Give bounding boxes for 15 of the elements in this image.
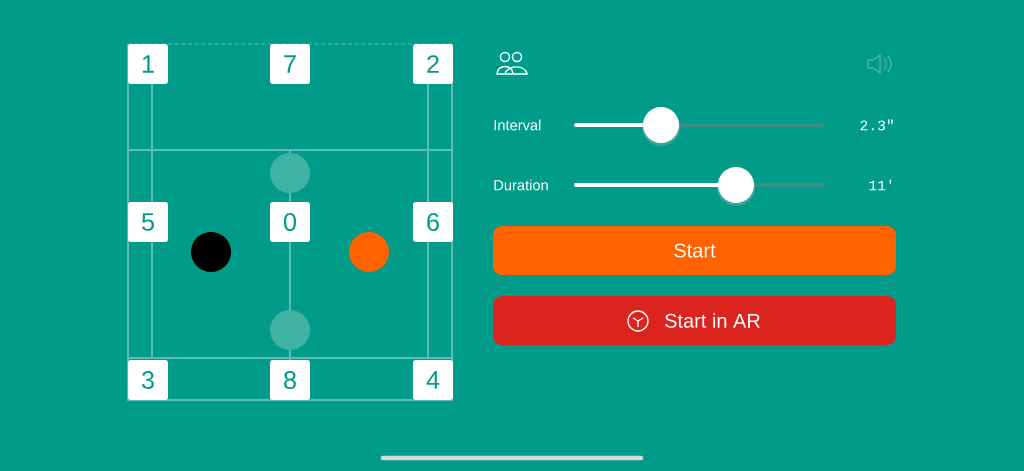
- slider-value: 11': [869, 179, 892, 191]
- number-box: 2: [413, 44, 453, 84]
- number-box: 5: [128, 202, 168, 242]
- start-button: Start: [493, 226, 896, 275]
- number-box: 8: [270, 360, 310, 400]
- number-box: 7: [270, 44, 310, 84]
- number-box: 6: [413, 202, 453, 242]
- number-box: 4: [413, 360, 453, 400]
- number-box: 1: [128, 44, 168, 84]
- slider-label: Interval: [494, 119, 541, 131]
- start-button: Start in AR: [493, 296, 896, 345]
- slider-value: 2.3": [860, 119, 893, 131]
- number-box: 3: [128, 360, 168, 400]
- number-box: 0: [270, 202, 310, 242]
- slider-label: Duration: [494, 179, 548, 191]
